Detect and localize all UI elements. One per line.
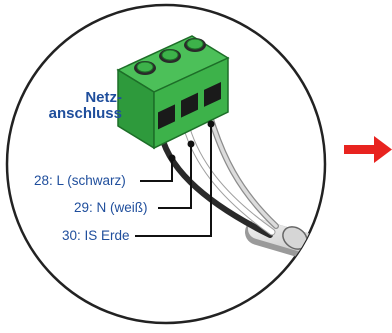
leader-pe	[135, 124, 212, 237]
leader-n	[158, 144, 192, 209]
leader-dots	[168, 120, 215, 162]
dot-n	[187, 140, 195, 148]
label-n: 29: N (weiß)	[74, 200, 148, 215]
title-line1: Netz-	[85, 89, 122, 106]
title-line2: anschluss	[48, 105, 122, 122]
leader-l	[140, 158, 173, 182]
label-pe: 30: IS Erde	[62, 228, 130, 243]
frame-circle	[5, 3, 327, 325]
dot-pe	[207, 120, 215, 128]
wire-pe-highlight	[208, 114, 278, 228]
title: Netz- anschluss	[18, 90, 122, 122]
leader-lines	[135, 124, 212, 237]
arrow-right-icon	[344, 136, 392, 163]
wire-n-white	[182, 119, 275, 235]
terminal-block-icon	[116, 35, 230, 150]
dot-l	[168, 154, 176, 162]
label-l: 28: L (schwarz)	[34, 173, 126, 188]
